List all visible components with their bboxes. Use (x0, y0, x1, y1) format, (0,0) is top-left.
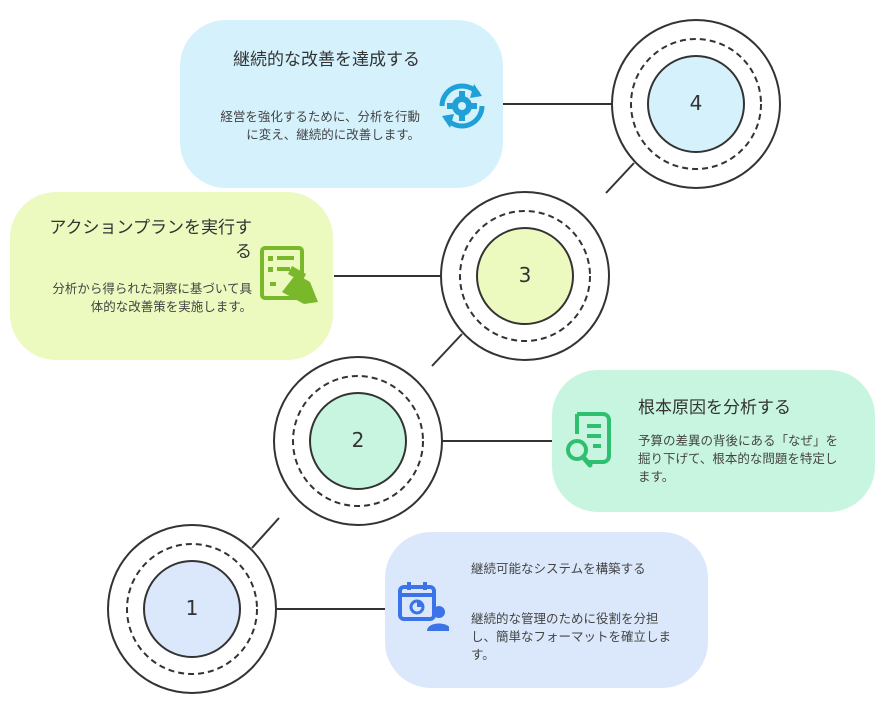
step-card-1: 継続可能なシステムを構築する 継続的な管理のために役割を分担し、簡単なフォーマッ… (385, 532, 708, 688)
link-2-3 (431, 333, 463, 367)
step-number-3: 3 (518, 263, 532, 287)
step-number-2: 2 (351, 428, 365, 452)
step-circle-4 (611, 19, 781, 189)
step-title-4: 継続的な改善を達成する (233, 50, 420, 70)
checklist-hand-icon (258, 244, 322, 312)
calendar-user-icon (397, 579, 451, 637)
step-number-4: 4 (689, 91, 703, 115)
step-title-2: 根本原因を分析する (638, 398, 791, 418)
document-search-icon (563, 410, 615, 474)
link-1-2 (251, 517, 280, 549)
step-circle-2 (273, 356, 443, 526)
link-3-4 (605, 162, 635, 194)
step-card-2: 根本原因を分析する 予算の差異の背後にある「なぜ」を掘り下げて、根本的な問題を特… (552, 370, 875, 512)
gear-cycle-icon (432, 76, 492, 140)
step-card-4: 継続的な改善を達成する 経営を強化するために、分析を行動に変え、継続的に改善しま… (180, 20, 503, 188)
step-card-3: アクションプランを実行する 分析から得られた洞察に基づいて具体的な改善策を実施し… (10, 192, 333, 360)
step-description-2: 予算の差異の背後にある「なぜ」を掘り下げて、根本的な問題を特定します。 (638, 433, 839, 484)
step-description-1: 継続的な管理のために役割を分担し、簡単なフォーマットを確立します。 (471, 611, 672, 662)
step-circle-3 (440, 191, 610, 361)
step-description-4: 経営を強化するために、分析を行動に変え、継続的に改善します。 (220, 109, 420, 142)
step-circle-1 (107, 524, 277, 694)
step-title-1: 継続可能なシステムを構築する (471, 561, 646, 576)
step-description-3: 分析から得られた洞察に基づいて具体的な改善策を実施します。 (52, 281, 252, 314)
step-number-1: 1 (185, 596, 199, 620)
step-title-3: アクションプランを実行する (49, 218, 252, 262)
